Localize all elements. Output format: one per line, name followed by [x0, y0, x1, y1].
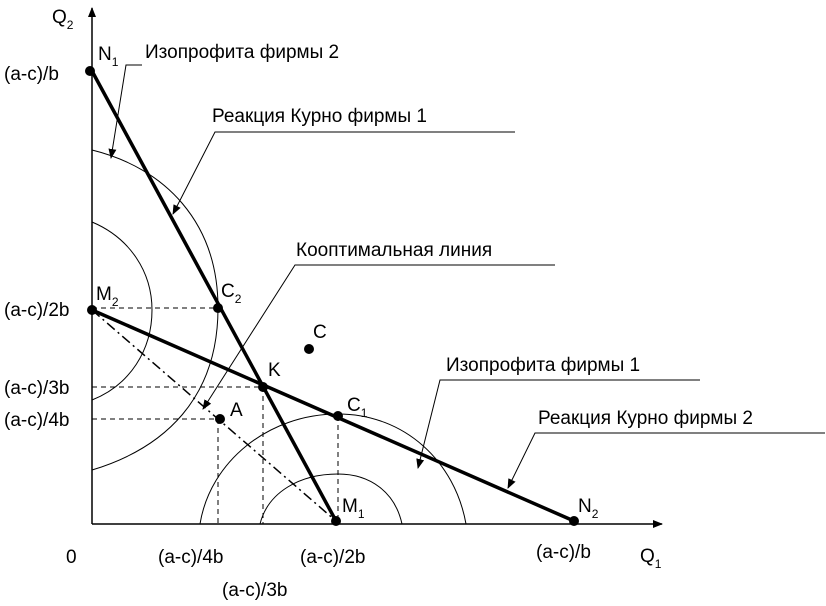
label-m1: M1 — [342, 496, 365, 521]
callout-leaders — [108, 64, 825, 489]
point-c2 — [213, 303, 223, 313]
y-tick-quarter: (a-c)/4b — [4, 410, 69, 431]
x-tick-quarter: (a-c)/4b — [158, 547, 223, 568]
point-a — [215, 414, 225, 424]
x-axis-label: Q1 — [640, 546, 662, 571]
origin-label: 0 — [66, 547, 77, 568]
point-c — [304, 344, 314, 354]
y-tick-half: (a-c)/2b — [4, 300, 69, 321]
callout-isoprofit-firm-2: Изопрофита фирмы 2 — [145, 42, 339, 63]
points — [85, 66, 579, 526]
point-k — [258, 382, 268, 392]
isoprofit-firm-1-outer — [199, 413, 467, 525]
isoprofit-firm-2-outer — [91, 149, 219, 471]
label-a: A — [230, 400, 243, 421]
point-m2 — [87, 305, 97, 315]
cooptimal-line — [91, 309, 337, 522]
reaction-curve-firm-1 — [90, 70, 338, 522]
y-axis-label: Q2 — [52, 7, 74, 32]
label-c: C — [313, 322, 327, 343]
point-n2 — [569, 516, 579, 526]
point-m1 — [331, 516, 341, 526]
point-n1 — [85, 66, 95, 76]
isoprofit-firm-2-inner — [91, 221, 153, 401]
label-k: K — [268, 360, 281, 381]
x-tick-full: (a-c)/b — [536, 542, 591, 563]
label-c1: C1 — [347, 395, 368, 420]
guide-lines — [92, 307, 339, 524]
callout-reaction-firm-2: Реакция Курно фирмы 2 — [538, 408, 753, 429]
x-tick-third: (a-c)/3b — [222, 580, 287, 601]
label-n1: N1 — [98, 44, 119, 69]
label-n2: N2 — [578, 496, 599, 521]
callout-cooptimal-line: Кооптимальная линия — [296, 240, 492, 261]
label-c2: C2 — [221, 281, 242, 306]
point-c1 — [333, 411, 343, 421]
label-m2: M2 — [96, 284, 119, 309]
x-tick-half: (a-c)/2b — [300, 547, 365, 568]
reaction-curve-firm-2 — [91, 308, 575, 523]
callout-reaction-firm-1: Реакция Курно фирмы 1 — [212, 106, 427, 127]
y-tick-top: (a-c)/b — [4, 64, 59, 85]
isoprofit-curves-firm-1 — [199, 413, 467, 525]
callout-isoprofit-firm-1: Изопрофита фирмы 1 — [446, 355, 640, 376]
y-tick-third: (a-c)/3b — [4, 378, 69, 399]
isoprofit-curves-firm-2 — [91, 149, 219, 471]
